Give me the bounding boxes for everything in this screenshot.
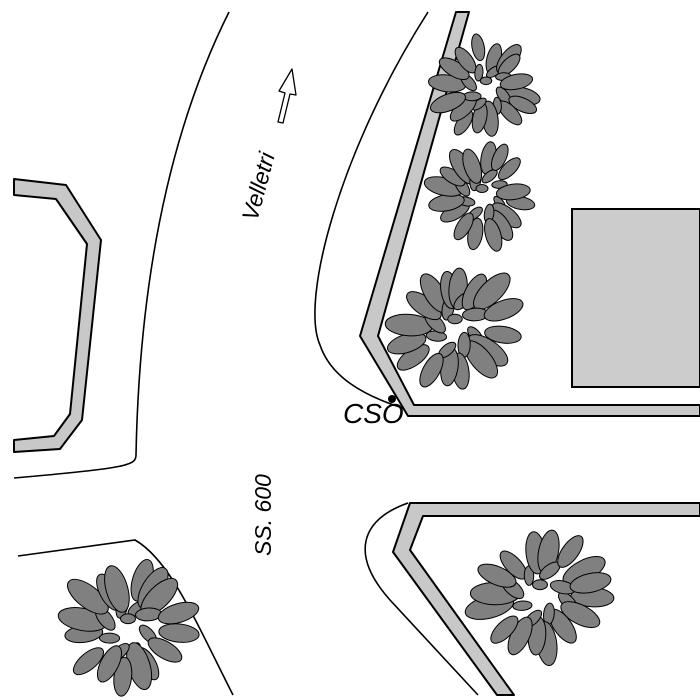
cso-marker	[388, 395, 396, 403]
road-name-label: SS. 600	[250, 474, 276, 556]
west-block-sidewalk	[13, 178, 102, 453]
road-edges	[13, 11, 479, 696]
cso-label: CSO	[343, 398, 404, 429]
southeast-sidewalk	[392, 502, 700, 696]
direction-arrow-icon	[277, 68, 297, 124]
building	[571, 208, 700, 388]
tree-icon	[57, 559, 200, 697]
trees-layer	[57, 33, 615, 697]
road-edge-southeast	[364, 502, 479, 696]
road-edge-southwest	[17, 539, 234, 696]
tree-icon	[464, 529, 615, 667]
tree-icon	[384, 267, 524, 390]
tree-icon	[423, 141, 536, 252]
road-edge-west	[13, 11, 230, 479]
road-edge-northeast	[314, 11, 429, 410]
northeast-sidewalk	[359, 11, 700, 417]
direction-label: Velletri	[237, 149, 280, 224]
tree-icon	[428, 33, 541, 137]
